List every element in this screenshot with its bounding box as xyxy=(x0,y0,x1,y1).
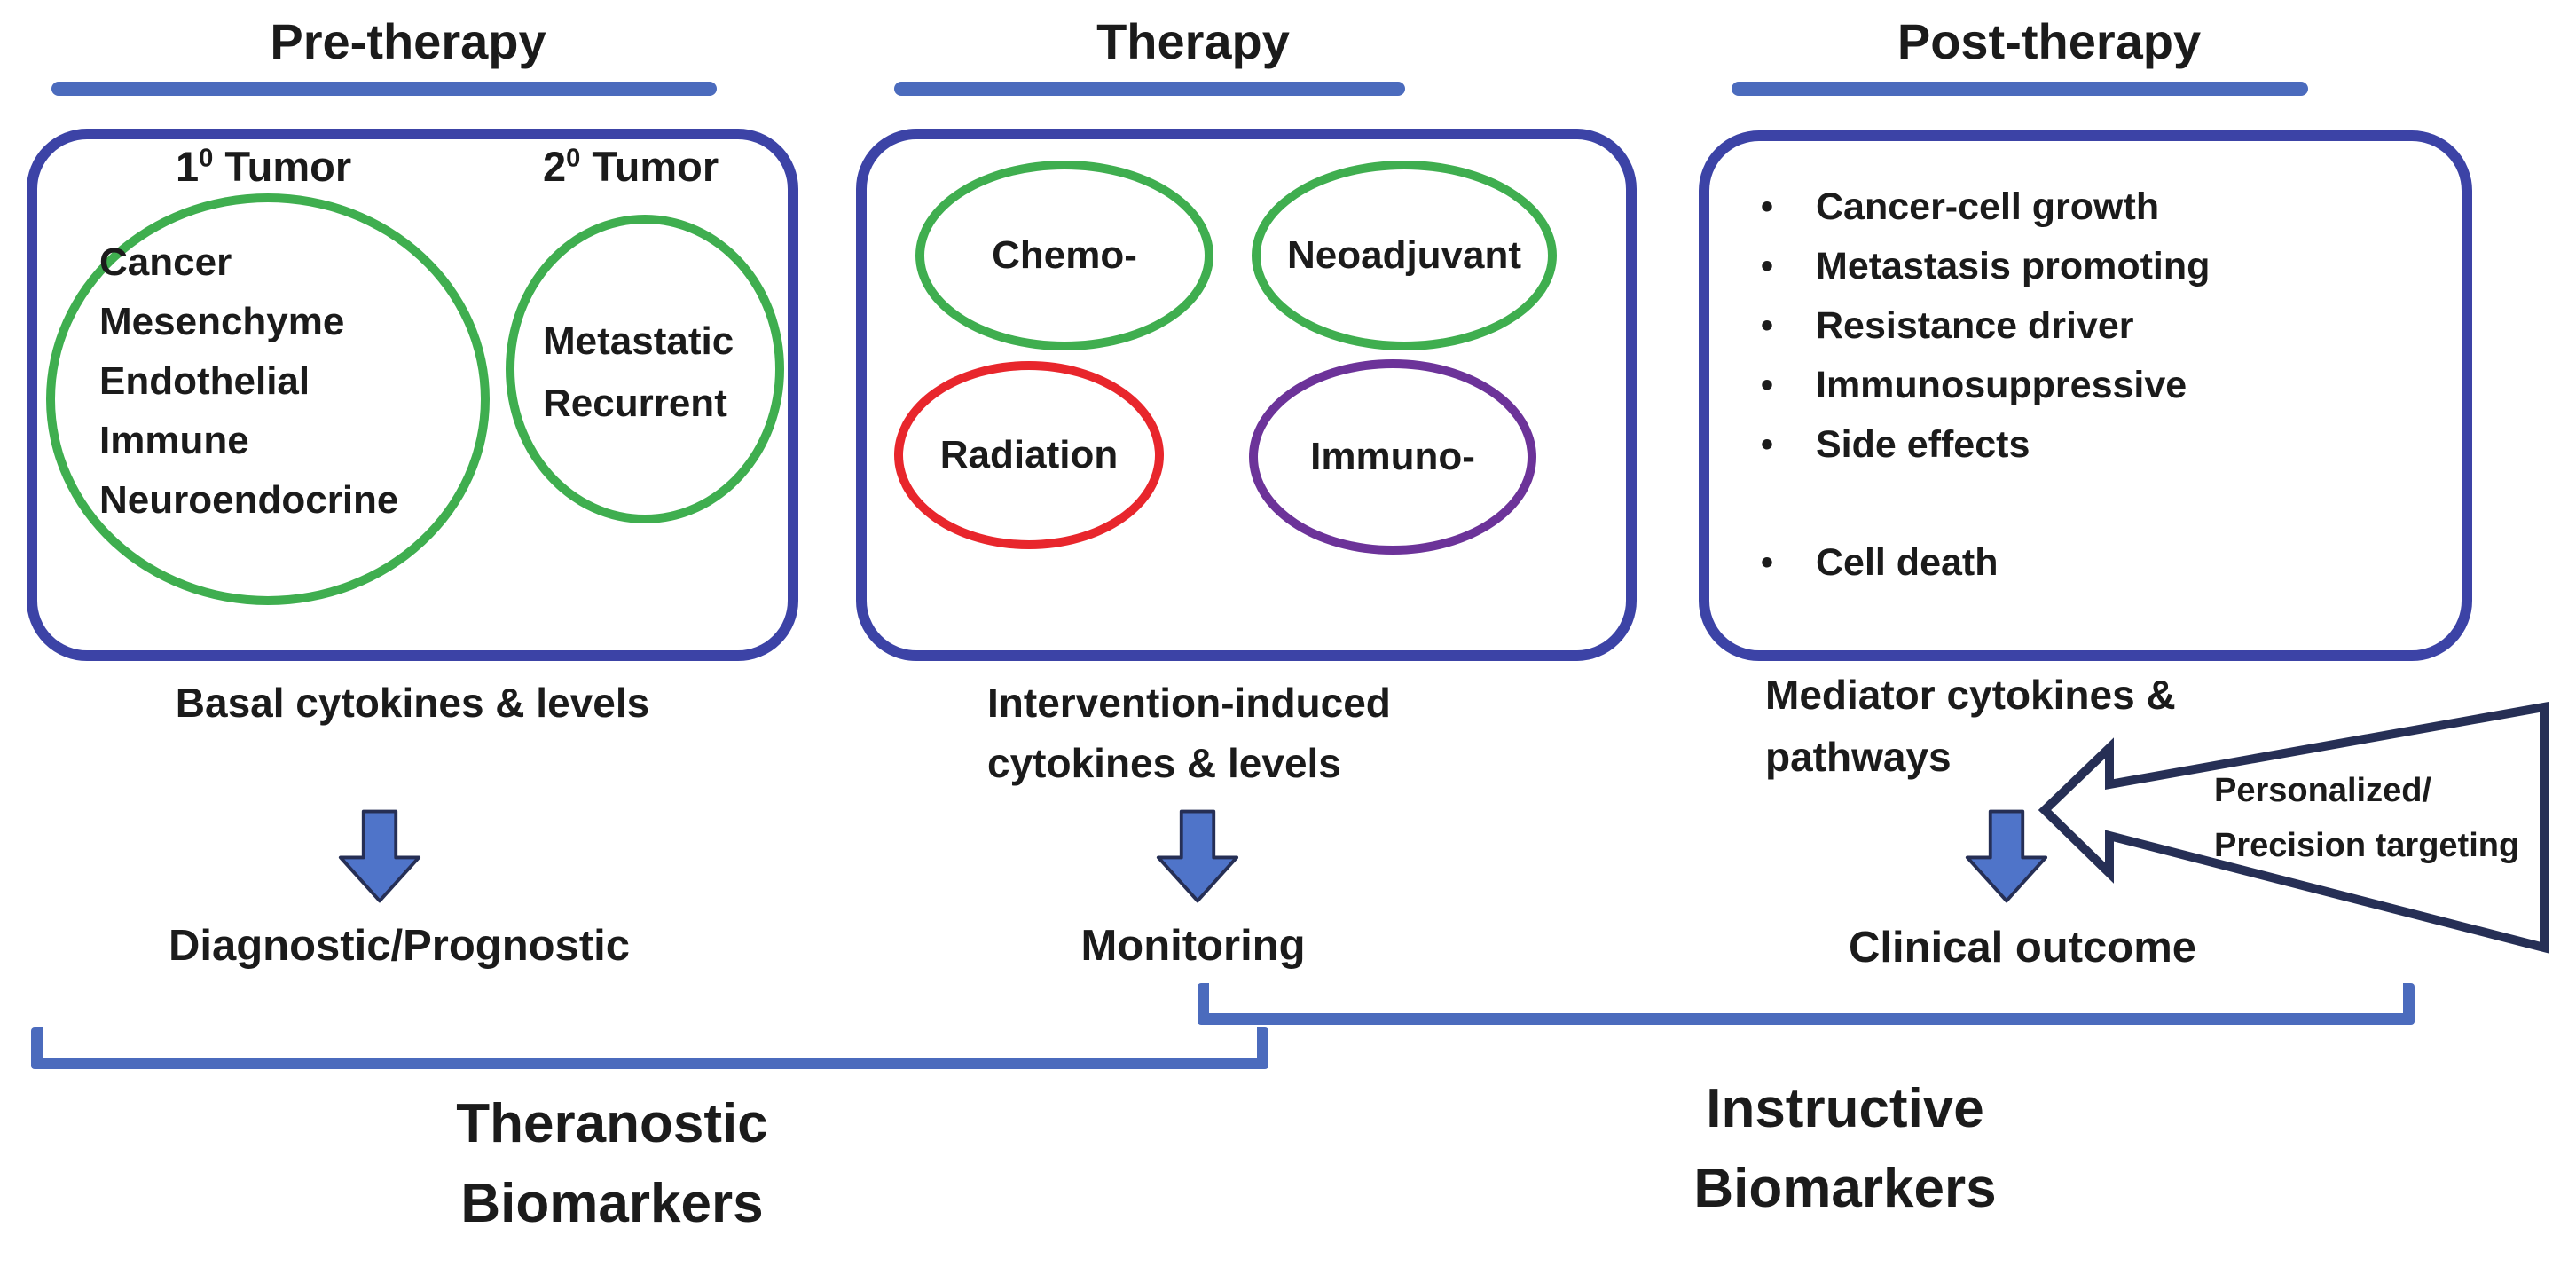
theranostic-biomarkers-label: Theranostic Biomarkers xyxy=(257,1084,967,1244)
post-outcome: Clinical outcome xyxy=(1848,924,2197,972)
instructive-biomarkers-label: Instructive Biomarkers xyxy=(1490,1069,2200,1229)
therapy-caption-line1: Intervention-induced xyxy=(987,680,1391,726)
post-therapy-header: Post-therapy xyxy=(1897,13,2202,69)
secondary-tumor-label: 20 Tumor xyxy=(543,142,719,191)
down-arrow-icon xyxy=(1156,809,1239,903)
secondary-tumor-ellipse xyxy=(506,215,784,523)
chemo-ellipse: Chemo- xyxy=(915,161,1213,350)
personalized-line1: Personalized/ xyxy=(2214,772,2431,809)
cell-type: Cancer xyxy=(99,240,232,284)
list-item: • Resistance driver xyxy=(1761,296,2210,356)
down-arrow-icon xyxy=(1965,809,2048,903)
instructive-line2: Biomarkers xyxy=(1693,1158,1997,1219)
therapy-caption-line2: cytokines & levels xyxy=(987,740,1341,786)
primary-tumor-types: Cancer Mesenchyme Endothelial Immune Neu… xyxy=(99,232,398,530)
neoadjuvant-ellipse: Neoadjuvant xyxy=(1252,161,1557,350)
cell-type: Metastatic xyxy=(543,319,734,363)
radiation-label: Radiation xyxy=(939,433,1119,476)
down-arrow-icon xyxy=(338,809,421,903)
pre-caption: Basal cytokines & levels xyxy=(175,680,650,726)
primary-tumor-label: 10 Tumor xyxy=(176,142,351,191)
therapy-outcome: Monitoring xyxy=(1080,922,1306,970)
secondary-tumor-sup: 0 xyxy=(566,144,581,173)
theranostic-line2: Biomarkers xyxy=(460,1173,764,1234)
pre-therapy-header: Pre-therapy xyxy=(270,13,546,69)
therapy-underline xyxy=(894,82,1405,96)
personalized-targeting-label: Personalized/ Precision targeting xyxy=(2214,763,2519,873)
therapy-header: Therapy xyxy=(1096,13,1290,69)
immuno-ellipse: Immuno- xyxy=(1249,359,1536,555)
effect-label: Cell death xyxy=(1816,541,1999,584)
post-caption-line2: pathways xyxy=(1765,734,1952,780)
bullet-icon: • xyxy=(1761,187,1774,226)
personalized-targeting-arrow-icon xyxy=(2038,702,2549,954)
post-therapy-underline xyxy=(1732,82,2308,96)
cell-type: Mesenchyme xyxy=(99,300,345,343)
effect-label: Immunosuppressive xyxy=(1816,364,2187,406)
post-caption: Mediator cytokines & pathways xyxy=(1765,664,2176,788)
radiation-ellipse: Radiation xyxy=(894,361,1164,549)
instructive-line1: Instructive xyxy=(1706,1078,1984,1139)
theranostic-line1: Theranostic xyxy=(456,1093,768,1154)
theranostic-bracket xyxy=(31,1027,1268,1069)
bullet-icon: • xyxy=(1761,366,1774,405)
list-item: • Metastasis promoting xyxy=(1761,237,2210,296)
effect-label: Metastasis promoting xyxy=(1816,245,2211,287)
bullet-icon: • xyxy=(1761,425,1774,464)
immuno-label: Immuno- xyxy=(1310,435,1475,478)
bullet-icon: • xyxy=(1761,543,1774,582)
secondary-tumor-types: Metastatic Recurrent xyxy=(543,311,734,435)
personalized-line2: Precision targeting xyxy=(2214,827,2520,864)
secondary-tumor-num: 2 xyxy=(543,143,567,190)
pre-outcome: Diagnostic/Prognostic xyxy=(168,922,630,970)
primary-tumor-num: 1 xyxy=(176,143,200,190)
primary-tumor-ellipse xyxy=(46,193,490,605)
effect-label: Side effects xyxy=(1816,423,2030,466)
list-item: • Cancer-cell growth xyxy=(1761,177,2210,237)
bullet-icon: • xyxy=(1761,247,1774,286)
neoadjuvant-label: Neoadjuvant xyxy=(1286,233,1522,277)
cell-type: Endothelial xyxy=(99,359,310,403)
cell-type: Recurrent xyxy=(543,382,727,425)
cell-type: Neuroendocrine xyxy=(99,478,399,522)
pre-therapy-underline xyxy=(51,82,717,96)
primary-tumor-sup: 0 xyxy=(199,144,214,173)
bullet-icon: • xyxy=(1761,306,1774,345)
effect-label: Cancer-cell growth xyxy=(1816,185,2160,228)
therapy-caption: Intervention-induced cytokines & levels xyxy=(987,673,1391,793)
chemo-label: Chemo- xyxy=(992,233,1137,277)
post-caption-line1: Mediator cytokines & xyxy=(1765,672,2176,718)
list-item: • Immunosuppressive xyxy=(1761,356,2210,415)
list-item: • Cell death xyxy=(1761,533,2210,593)
primary-tumor-word: Tumor xyxy=(224,143,352,190)
effect-label: Resistance driver xyxy=(1816,304,2134,347)
secondary-tumor-word: Tumor xyxy=(592,143,719,190)
cell-type: Immune xyxy=(99,419,249,462)
post-therapy-effects-list: • Cancer-cell growth • Metastasis promot… xyxy=(1761,177,2210,593)
instructive-bracket xyxy=(1198,983,2415,1025)
post-therapy-box xyxy=(1699,130,2472,661)
list-item: • Side effects xyxy=(1761,415,2210,475)
